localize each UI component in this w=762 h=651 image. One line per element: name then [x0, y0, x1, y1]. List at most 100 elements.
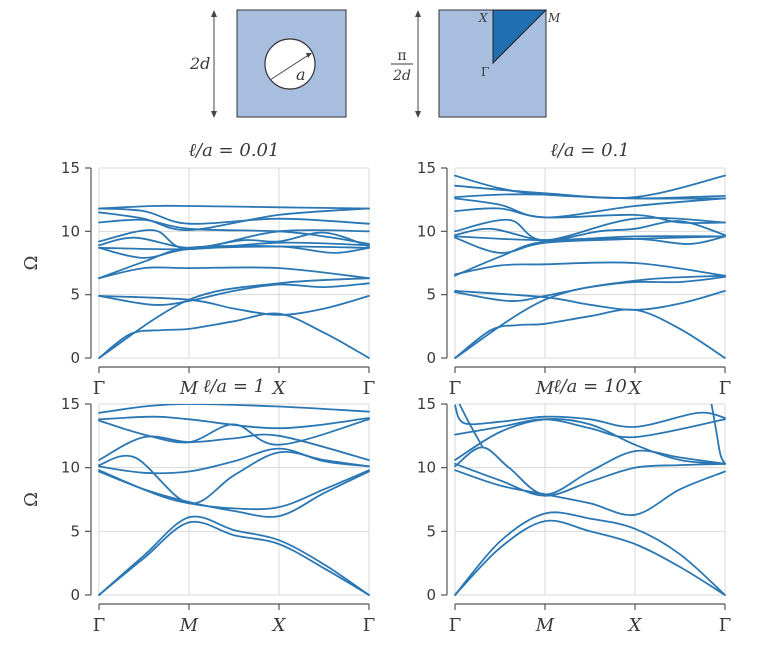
band-line [98, 207, 370, 232]
corner-label-m: M [547, 11, 561, 25]
band-line [98, 229, 370, 251]
panel-title: ℓ/a = 1 [203, 376, 265, 397]
panel-title: ℓ/a = 10 [553, 376, 627, 397]
band-line [454, 290, 726, 311]
band-line [710, 404, 726, 465]
y-tick-label: 0 [426, 349, 436, 367]
bz-label-denominator: 2d [392, 68, 411, 84]
band-line [98, 207, 370, 225]
bz-arrow-bottom [415, 111, 421, 118]
y-tick-label: 15 [61, 159, 80, 177]
y-tick-label: 0 [70, 349, 80, 367]
y-tick-label: 5 [426, 522, 436, 540]
corner-label-x: X [478, 11, 488, 25]
radius-label: a [296, 65, 306, 84]
height-arrow-bottom [211, 111, 217, 118]
x-tick-label: Γ [719, 378, 732, 399]
x-tick-label: M [535, 615, 555, 636]
y-axis-label: Ω [21, 492, 42, 507]
band-line [454, 216, 726, 242]
x-tick-label: Γ [719, 615, 732, 636]
x-tick-label: X [271, 615, 287, 636]
band-line [454, 462, 726, 497]
inset-brillouin-zone: X M Γ π 2d [391, 9, 561, 118]
band-line [454, 418, 726, 439]
y-tick-label: 5 [70, 286, 80, 304]
band-line [454, 235, 726, 242]
band-line [98, 282, 370, 306]
x-tick-label: Γ [93, 378, 106, 399]
y-tick-label: 15 [417, 159, 436, 177]
x-tick-label: Γ [363, 615, 376, 636]
band-line [458, 404, 483, 447]
y-tick-label: 10 [417, 459, 436, 477]
band-line [98, 450, 370, 505]
band-line [98, 418, 370, 446]
height-label: 2d [189, 54, 210, 73]
band-line [98, 515, 370, 596]
band-line [454, 308, 726, 359]
band-line [98, 447, 370, 475]
hole-circle [264, 38, 316, 90]
band-line [454, 469, 726, 517]
band-line [454, 418, 726, 465]
band-line [98, 295, 370, 316]
band-line [98, 266, 370, 280]
height-arrow-top [211, 10, 217, 17]
y-tick-label: 0 [426, 586, 436, 604]
band-line [454, 276, 726, 302]
irreducible-wedge [492, 9, 548, 65]
bz-arrow-top [415, 10, 421, 17]
bz-label-numerator: π [397, 48, 406, 64]
band-line [454, 446, 726, 496]
x-tick-label: Γ [93, 615, 106, 636]
band-line [454, 511, 726, 596]
x-tick-label: Γ [363, 378, 376, 399]
band-line [98, 204, 370, 210]
panel-title: ℓ/a = 0.01 [189, 140, 280, 161]
y-tick-label: 5 [426, 286, 436, 304]
x-tick-label: Γ [449, 378, 462, 399]
band-line [454, 207, 726, 224]
band-line [98, 241, 370, 251]
band-line [98, 218, 370, 245]
band-line [98, 470, 370, 518]
x-tick-label: X [627, 378, 643, 399]
x-tick-label: M [179, 615, 199, 636]
series-group [454, 404, 726, 596]
band-line [454, 519, 726, 596]
radius-arrowhead [306, 53, 312, 58]
series-group [454, 174, 726, 359]
band-line [98, 312, 370, 359]
band-line [98, 520, 370, 596]
y-tick-label: 10 [61, 222, 80, 240]
band-line [98, 415, 370, 430]
y-tick-label: 0 [70, 586, 80, 604]
band-line [98, 433, 370, 461]
x-tick-label: X [271, 378, 287, 399]
band-line [98, 404, 370, 414]
y-tick-label: 15 [417, 395, 436, 413]
radius-arrow [269, 53, 311, 81]
band-line [454, 174, 726, 200]
band-line [454, 197, 726, 219]
x-tick-label: Γ [449, 615, 462, 636]
band-line [98, 231, 370, 249]
band-line [454, 220, 726, 242]
y-axis-label: Ω [21, 256, 42, 271]
series-group [98, 204, 370, 359]
band-line [454, 261, 726, 277]
band-line [454, 174, 726, 199]
band-line [454, 235, 726, 254]
corner-label-gamma: Γ [481, 65, 489, 79]
y-tick-label: 5 [70, 522, 80, 540]
inset-unit-cell: a 2d [189, 9, 347, 118]
band-line [98, 469, 370, 511]
band-line [454, 404, 726, 428]
